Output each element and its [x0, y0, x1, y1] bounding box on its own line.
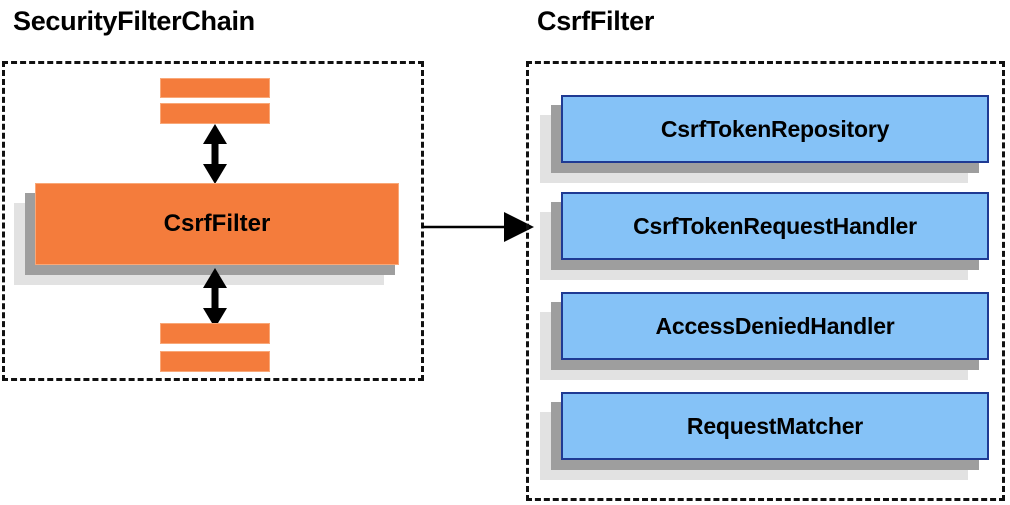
double-headed-arrow-down: [197, 268, 233, 328]
csrf-filter-face: CsrfFilter: [35, 183, 399, 265]
filter-bar-below-2: [160, 351, 270, 372]
component-face: RequestMatcher: [561, 392, 989, 460]
csrf-filter-box[interactable]: CsrfFilter: [14, 183, 420, 295]
component-label: AccessDeniedHandler: [655, 312, 895, 339]
component-label: RequestMatcher: [686, 412, 864, 439]
expand-arrow-icon: [422, 211, 534, 243]
filter-bar-above-1: [160, 78, 270, 98]
component-label: CsrfTokenRepository: [660, 115, 890, 142]
csrf-filter-collaborators-container: [526, 61, 1005, 501]
csrf-filter-label: CsrfFilter: [163, 210, 271, 237]
component-label: CsrfTokenRequestHandler: [633, 212, 917, 239]
double-headed-arrow-up: [197, 124, 233, 184]
filter-bar-above-2: [160, 103, 270, 124]
right-panel-title: CsrfFilter: [537, 6, 655, 36]
component-box-csrftokenrequesthandler[interactable]: CsrfTokenRequestHandler: [540, 192, 990, 284]
component-face: CsrfTokenRequestHandler: [561, 192, 989, 260]
component-box-requestmatcher[interactable]: RequestMatcher: [540, 392, 990, 484]
left-panel-title: SecurityFilterChain: [13, 6, 255, 36]
component-box-csrftokenrepository[interactable]: CsrfTokenRepository: [540, 95, 990, 187]
component-box-accessdeniedhandler[interactable]: AccessDeniedHandler: [540, 292, 990, 384]
filter-bar-below-1: [160, 323, 270, 344]
security-filter-chain-container: [2, 61, 424, 381]
component-face: AccessDeniedHandler: [561, 292, 989, 360]
component-face: CsrfTokenRepository: [561, 95, 989, 163]
